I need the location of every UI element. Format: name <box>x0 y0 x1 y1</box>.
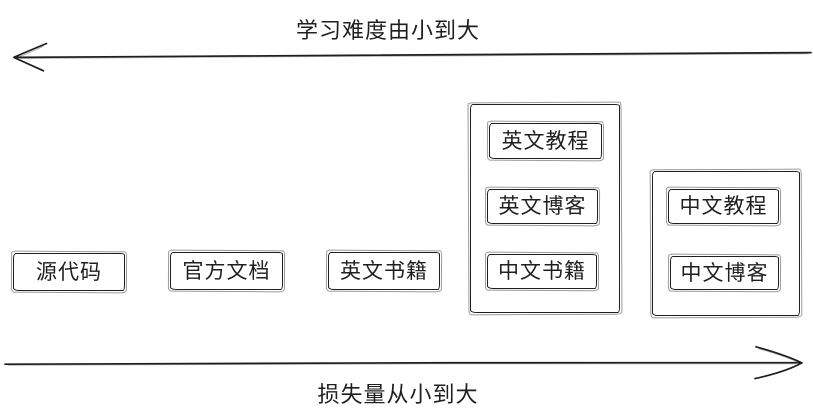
item-box-english-books: 英文书籍 <box>328 252 440 290</box>
item-box-source-code: 源代码 <box>13 253 125 291</box>
item-label: 源代码 <box>36 260 102 284</box>
bottom-axis-label: 损失量从小到大 <box>317 382 479 407</box>
right-arrow-icon <box>4 345 803 380</box>
item-box-english-blogs: 英文博客 <box>487 189 598 224</box>
item-label: 英文博客 <box>498 195 587 218</box>
item-box-official-docs: 官方文档 <box>170 252 283 290</box>
top-axis-label: 学习难度由小到大 <box>295 18 480 43</box>
item-label: 中文书籍 <box>498 260 586 283</box>
item-label: 中文教程 <box>679 195 768 218</box>
item-label: 英文书籍 <box>340 259 428 283</box>
item-box-english-tutorials: 英文教程 <box>489 123 602 159</box>
group-box-chinese-resources: 中文教程 中文博客 <box>652 171 800 316</box>
group-box-english-resources: 英文教程 英文博客 中文书籍 <box>470 104 620 313</box>
item-label: 英文教程 <box>501 129 590 153</box>
item-box-chinese-books: 中文书籍 <box>487 254 597 289</box>
item-label: 中文博客 <box>680 261 769 285</box>
item-box-chinese-blogs: 中文博客 <box>670 256 779 290</box>
item-label: 官方文档 <box>182 259 271 283</box>
left-arrow-icon <box>13 42 812 72</box>
item-box-chinese-tutorials: 中文教程 <box>668 189 779 224</box>
